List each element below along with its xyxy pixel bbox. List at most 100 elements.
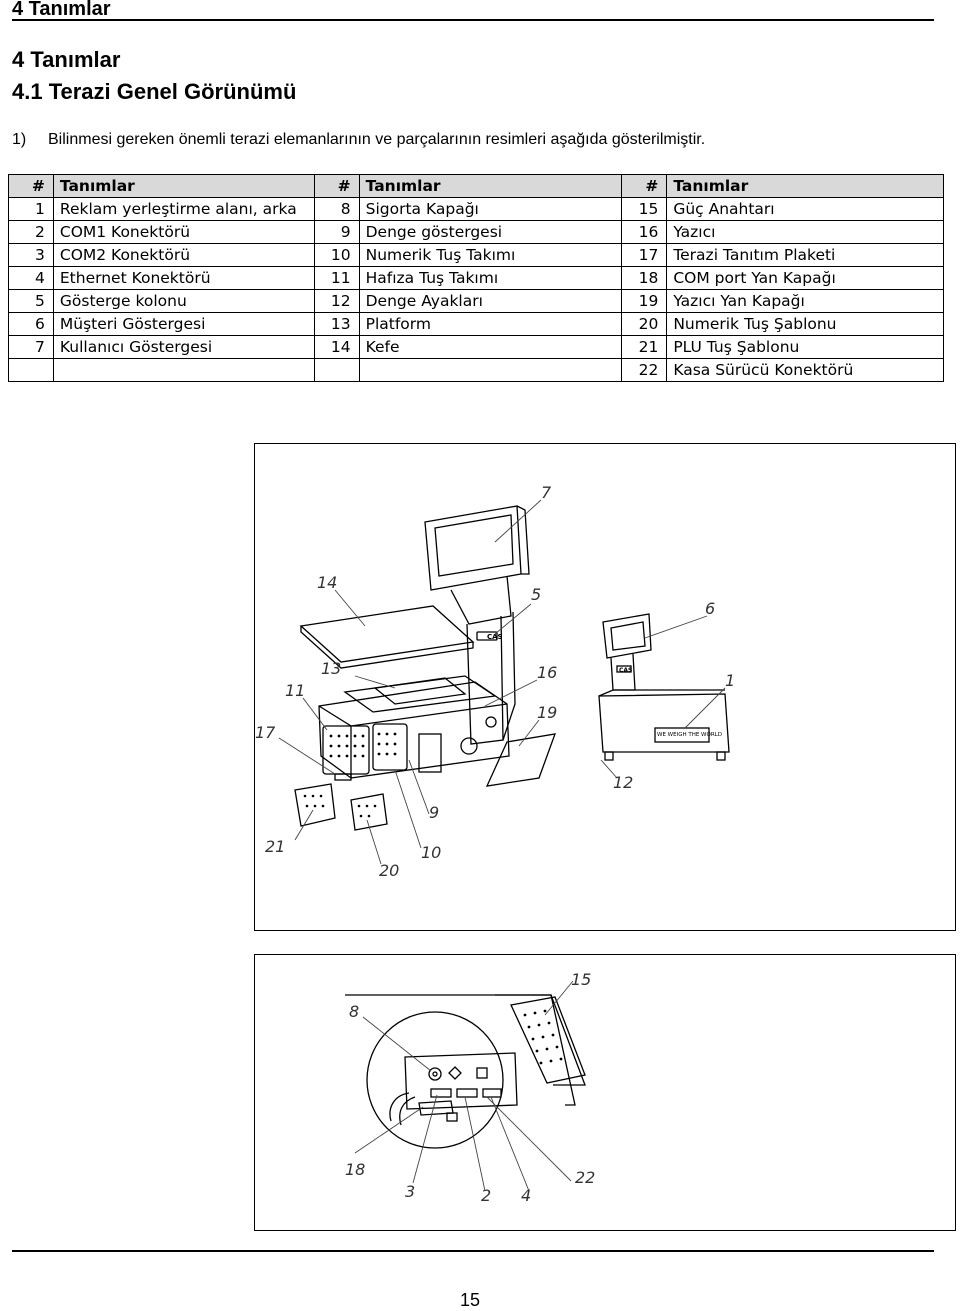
section-heading: 4 Tanımlar (12, 47, 121, 72)
item-definition: Kefe (358, 335, 623, 359)
brand-logo-small: CAS (619, 667, 632, 674)
item-definition: Gösterge kolonu (52, 289, 315, 313)
item-number: 3 (8, 243, 54, 267)
item-number: 10 (313, 243, 360, 267)
item-number: 21 (621, 335, 668, 359)
item-definition: Numerik Tuş Takımı (358, 243, 623, 267)
item-number: 18 (621, 266, 668, 290)
running-header-title: 4 Tanımlar (12, 0, 111, 20)
item-definition: Yazıcı Yan Kapağı (666, 289, 944, 313)
callout-label: 14 (317, 573, 337, 592)
table-header-cell: # (313, 174, 360, 198)
callout-label: 17 (255, 723, 276, 742)
item-number: 6 (8, 312, 54, 336)
item-number (8, 358, 54, 382)
intro-paragraph: 1) Bilinmesi gereken önemli terazi eleman… (12, 131, 705, 149)
item-number: 19 (621, 289, 668, 313)
table-header-cell: Tanımlar (52, 174, 315, 198)
item-number: 9 (313, 220, 360, 244)
item-number: 8 (313, 197, 360, 221)
item-definition: Sigorta Kapağı (358, 197, 623, 221)
callout-label: 4 (521, 1186, 531, 1205)
item-number: 5 (8, 289, 54, 313)
item-definition: Denge göstergesi (358, 220, 623, 244)
table-header-cell: Tanımlar (358, 174, 623, 198)
item-definition: COM1 Konektörü (52, 220, 315, 244)
callout-label: 7 (541, 483, 552, 502)
callout-label: 12 (613, 773, 633, 792)
table-header-cell: Tanımlar (666, 174, 944, 198)
item-number: 4 (8, 266, 54, 290)
callout-label: 15 (571, 970, 591, 989)
callout-label: 2 (481, 1186, 491, 1205)
subsection-heading: 4.1 Terazi Genel Görünümü (12, 79, 297, 104)
item-definition: Hafıza Tuş Takımı (358, 266, 623, 290)
intro-number: 1) (12, 131, 27, 148)
callout-label: 13 (321, 659, 341, 678)
scale-overview-figure: CAS CAS WE WEIGH THE WORLD 7 14 5 6 13 1… (254, 443, 956, 931)
callout-label: 9 (429, 803, 439, 822)
table-header-cell: # (621, 174, 668, 198)
item-number: 11 (313, 266, 360, 290)
item-definition: PLU Tuş Şablonu (666, 335, 944, 359)
footer-rule (12, 1250, 934, 1252)
item-number: 7 (8, 335, 54, 359)
item-definition: COM2 Konektörü (52, 243, 315, 267)
item-definition: Terazi Tanıtım Plaketi (666, 243, 944, 267)
callout-label: 5 (531, 585, 541, 604)
brand-logo: CAS (487, 633, 503, 641)
callout-label: 6 (705, 599, 715, 618)
connector-detail-drawing: 15 8 18 22 3 2 4 (345, 970, 595, 1205)
item-definition: Kasa Sürücü Konektörü (666, 358, 944, 382)
callout-label: 8 (349, 1002, 359, 1021)
scale-overview-drawing: CAS CAS WE WEIGH THE WORLD 7 14 5 6 13 1… (255, 483, 735, 880)
item-definition (358, 358, 623, 382)
header-rule (12, 19, 934, 21)
callout-label: 10 (421, 843, 441, 862)
item-definition: Platform (358, 312, 623, 336)
item-number: 16 (621, 220, 668, 244)
item-number: 20 (621, 312, 668, 336)
item-number: 1 (8, 197, 54, 221)
item-number: 14 (313, 335, 360, 359)
item-number: 12 (313, 289, 360, 313)
item-definition: Numerik Tuş Şablonu (666, 312, 944, 336)
item-definition: Kullanıcı Göstergesi (52, 335, 315, 359)
callout-label: 3 (405, 1182, 415, 1201)
callout-label: 11 (285, 681, 305, 700)
item-definition: Müşteri Göstergesi (52, 312, 315, 336)
item-number: 22 (621, 358, 668, 382)
item-definition: Güç Anahtarı (666, 197, 944, 221)
plaque-text: WE WEIGH THE WORLD (657, 732, 722, 738)
item-number: 2 (8, 220, 54, 244)
callout-label: 21 (265, 837, 285, 856)
item-definition: Denge Ayakları (358, 289, 623, 313)
item-definition: Yazıcı (666, 220, 944, 244)
callout-label: 22 (575, 1168, 595, 1187)
item-number: 15 (621, 197, 668, 221)
callout-label: 19 (537, 703, 557, 722)
item-number: 13 (313, 312, 360, 336)
callout-label: 1 (725, 671, 735, 690)
item-number: 17 (621, 243, 668, 267)
item-definition: Reklam yerleştirme alanı, arka (52, 197, 315, 221)
callout-label: 20 (379, 861, 399, 880)
callout-label: 18 (345, 1160, 365, 1179)
item-definition: COM port Yan Kapağı (666, 266, 944, 290)
page-number: 15 (460, 1290, 481, 1310)
item-definition: Ethernet Konektörü (52, 266, 315, 290)
item-definition (52, 358, 315, 382)
item-number (313, 358, 360, 382)
table-header-row: # Tanımlar # Tanımlar # Tanımlar (8, 174, 944, 198)
intro-text: Bilinmesi gereken önemli terazi elemanla… (48, 131, 706, 148)
table-header-cell: # (8, 174, 54, 198)
